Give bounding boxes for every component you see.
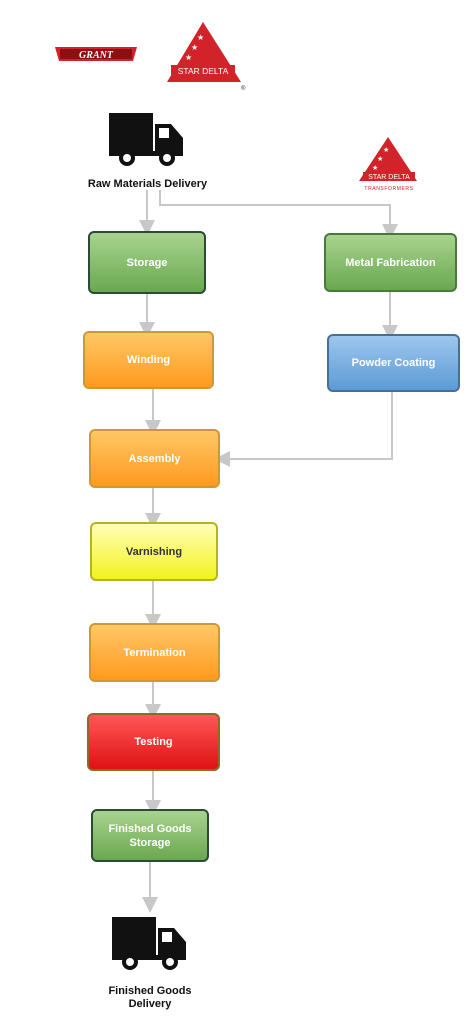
svg-text:★: ★ [185,53,192,62]
connector-raw-metal [159,190,398,240]
connector-powder-assembly [214,392,393,467]
star-delta-transformers-logo: ★ ★ ★ STAR DELTA TRANSFORMERS [355,135,425,193]
assembly-label: Assembly [128,452,181,465]
svg-text:★: ★ [383,146,389,154]
truck-icon [107,110,187,168]
powder-coating-node: Powder Coating [327,334,460,392]
star-delta-logo: ★ ★ ★ STAR DELTA ® [165,20,247,92]
varnishing-label: Varnishing [125,545,183,558]
svg-text:®: ® [241,85,246,92]
svg-text:STAR DELTA: STAR DELTA [178,66,229,76]
raw-materials-delivery-label: Raw Materials Delivery [87,178,208,190]
finished-goods-storage-node: Finished Goods Storage [91,809,209,862]
metal-fabrication-node: Metal Fabrication [324,233,457,292]
finished-goods-storage-label-line1: Finished Goods [108,822,192,835]
svg-text:★: ★ [377,155,383,163]
storage-node: Storage [88,231,206,294]
svg-text:★: ★ [191,43,198,52]
testing-node: Testing [87,713,220,771]
svg-text:★: ★ [197,33,204,42]
powder-coating-label: Powder Coating [351,357,436,369]
finished-goods-storage-label-line2: Storage [129,836,171,849]
grant-logo: GRANT [55,45,137,63]
winding-label: Winding [126,354,171,366]
testing-label: Testing [134,736,173,748]
metal-fabrication-label: Metal Fabrication [345,256,436,269]
svg-text:TRANSFORMERS: TRANSFORMERS [364,186,413,192]
svg-text:★: ★ [372,164,378,172]
svg-text:STAR DELTA: STAR DELTA [368,174,410,181]
truck-icon [110,914,190,972]
termination-label: Termination [123,646,186,659]
finished-goods-delivery-line2: Delivery [128,998,172,1010]
finished-goods-delivery-label: Finished Goods Delivery [90,985,210,1011]
svg-text:GRANT: GRANT [79,50,114,61]
assembly-node: Assembly [89,429,220,488]
termination-node: Termination [89,623,220,682]
varnishing-node: Varnishing [90,522,218,581]
storage-label: Storage [126,256,168,269]
finished-goods-delivery-line1: Finished Goods [108,985,192,997]
winding-node: Winding [83,331,214,389]
